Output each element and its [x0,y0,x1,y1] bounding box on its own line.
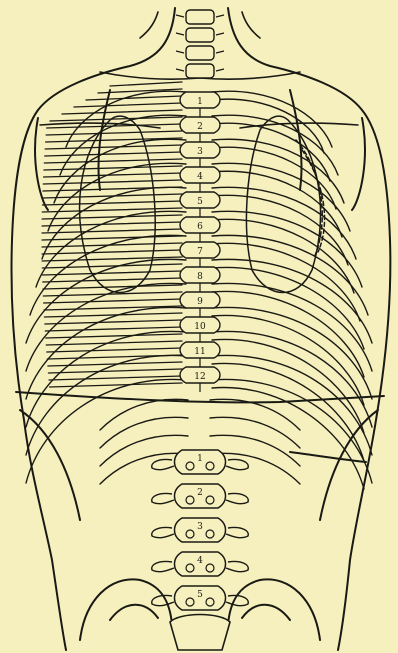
hatch-line [42,229,182,233]
lumbar-transverse-process-right [226,459,248,469]
hatch-line [46,131,182,135]
lumbar-vertebra-label: 1 [197,454,203,464]
lumbar-transverse-process-left [152,493,174,503]
lumbar-vertebra-label: 2 [197,488,203,498]
hatch-line [62,110,182,114]
thoracic-vertebra-label: 6 [197,222,203,232]
floating-rib-right [210,417,300,448]
sacrum [170,615,230,651]
hatch-line [43,278,182,282]
floating-rib-left [100,417,188,448]
hatch-line [50,383,182,387]
hatch-line [42,236,182,240]
cervical-vertebra [186,64,214,78]
hatch-line [44,159,182,163]
hatch-line [46,334,182,338]
cervical-vertebra [186,28,214,42]
hatch-line [50,117,182,121]
thoracic-vertebra-label: 10 [194,322,206,332]
rib-right [212,211,362,287]
lumbar-transverse-process-left [152,459,174,469]
floating-rib-right [210,399,300,430]
hatch-line [45,152,182,156]
thoracic-vertebra-label: 2 [197,122,203,132]
lumbar-vertebra-label: 5 [197,590,203,600]
thoracic-vertebra-label: 7 [197,247,203,257]
hatch-line [44,299,182,303]
lumbar-vertebra-label: 4 [197,556,203,566]
thoracic-vertebra-label: 5 [197,197,203,207]
hatch-line [42,215,182,219]
lumbar-transverse-process-right [226,527,248,537]
rib-right-lower-edge [212,99,324,153]
hatch-line [48,369,182,373]
thoracic-vertebra-label: 9 [197,297,203,307]
rib-right-lower-edge [212,363,364,461]
hatch-line [47,348,182,352]
thoracic-vertebra-label: 3 [197,147,203,157]
lumbar-transverse-process-right [226,493,248,503]
floating-rib-left [100,399,188,430]
rib-right [212,379,372,483]
hatch-line [43,271,182,275]
cervical-vertebra [186,46,214,60]
hatch-line [86,96,182,100]
thoracic-vertebra-label: 1 [197,97,203,107]
thoracic-vertebra-label: 11 [194,347,205,357]
thoracic-vertebra-label: 12 [194,372,205,382]
cervical-vertebra [186,10,214,24]
hatch-line [43,285,182,289]
thoracic-vertebra-label: 8 [197,272,203,282]
hatch-line [74,103,182,107]
thoracic-vertebra-label: 4 [197,172,203,182]
hatch-line [45,327,182,331]
hatch-line [42,222,182,226]
lumbar-transverse-process-left [152,527,174,537]
lumbar-transverse-process-left [152,561,174,571]
hatch-line [45,320,182,324]
lumbar-transverse-process-right [226,561,248,571]
hatch-line [110,82,182,86]
lumbar-vertebra-label: 3 [197,522,203,532]
hatch-line [44,166,182,170]
hatch-line [42,250,182,254]
